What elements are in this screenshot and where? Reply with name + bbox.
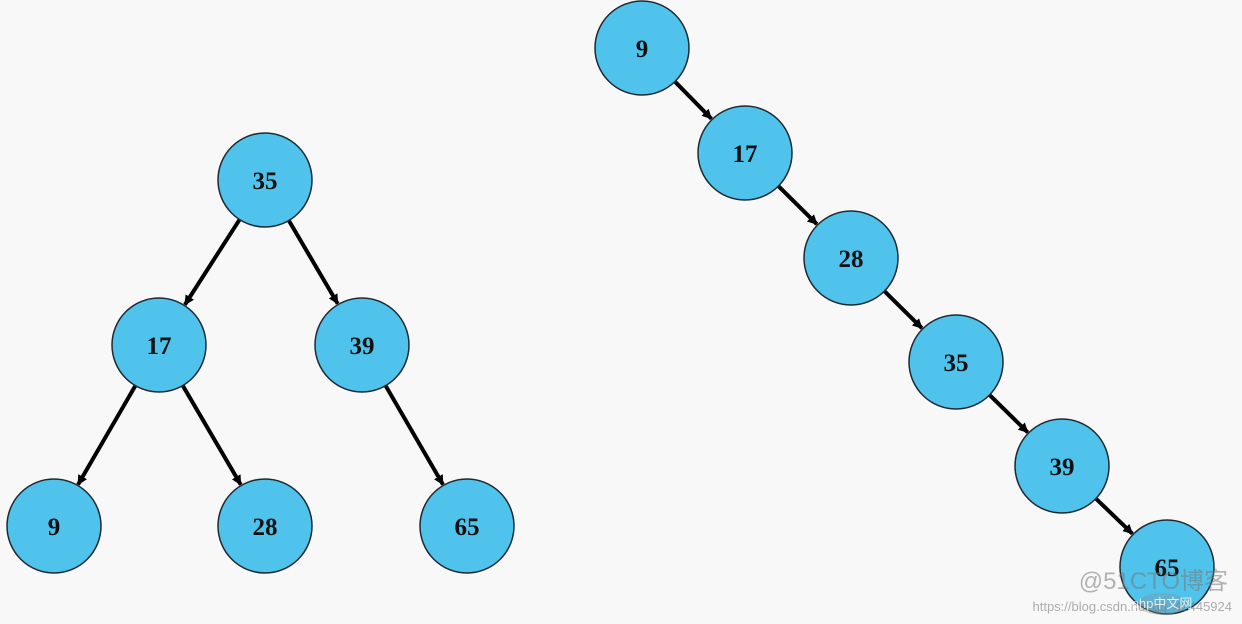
degenerate_tree-node-label: 9 bbox=[636, 36, 649, 63]
balanced_tree-node-label: 35 bbox=[253, 168, 278, 195]
degenerate_tree-node-circle bbox=[1014, 418, 1110, 514]
degenerate_tree-edge-d9-d17 bbox=[673, 80, 713, 121]
php-logo-badge: php中文网 bbox=[1132, 593, 1193, 615]
balanced_tree-node-circle bbox=[111, 297, 207, 393]
degenerate_tree-edge-d28-d35 bbox=[882, 289, 924, 330]
degenerate_tree-node-circle bbox=[803, 210, 899, 306]
balanced_tree-edge-b35-b17 bbox=[183, 218, 242, 306]
degenerate_tree-node-35: 35 bbox=[908, 314, 1004, 410]
balanced_tree-node-label: 28 bbox=[253, 514, 278, 541]
degenerate_tree-edge-d39-d65 bbox=[1094, 497, 1134, 536]
degenerate_tree-node-label: 65 bbox=[1155, 555, 1180, 582]
balanced_tree-edge-b17-b28 bbox=[181, 384, 243, 486]
degenerate_tree-node-65: 65 bbox=[1119, 519, 1215, 615]
degenerate_tree-node-circle bbox=[1119, 519, 1215, 615]
balanced_tree-node-9: 9 bbox=[6, 478, 102, 574]
edges-layer bbox=[76, 80, 1134, 536]
watermark-url: https://blog.csdn.net/qq_42445924 bbox=[1033, 599, 1233, 614]
balanced_tree-node-35: 35 bbox=[217, 132, 313, 228]
degenerate_tree-node-label: 35 bbox=[944, 350, 969, 377]
watermark: https://blog.csdn.net/qq_42445924 @51CTO… bbox=[1033, 568, 1233, 615]
balanced_tree-node-circle bbox=[314, 297, 410, 393]
balanced_tree-node-65: 65 bbox=[419, 478, 515, 574]
degenerate_tree-node-circle bbox=[908, 314, 1004, 410]
balanced_tree-edge-b17-b9 bbox=[76, 384, 138, 486]
balanced_tree-node-label: 9 bbox=[48, 514, 61, 541]
degenerate_tree-edge-d35-d39 bbox=[988, 393, 1030, 434]
balanced_tree-edge-b35-b39 bbox=[287, 219, 340, 305]
degenerate_tree-node-label: 17 bbox=[733, 141, 758, 168]
degenerate_tree-node-label: 28 bbox=[839, 246, 864, 273]
php-logo-text: php中文网 bbox=[1132, 596, 1193, 611]
degenerate_tree-node-28: 28 bbox=[803, 210, 899, 306]
balanced_tree-node-17: 17 bbox=[111, 297, 207, 393]
balanced_tree-node-circle bbox=[217, 132, 313, 228]
watermark-main: @51CTO博客 bbox=[1079, 568, 1228, 595]
degenerate_tree-node-circle bbox=[697, 105, 793, 201]
degenerate_tree-node-circle bbox=[594, 0, 690, 96]
balanced_tree-node-28: 28 bbox=[217, 478, 313, 574]
balanced_tree-node-label: 17 bbox=[147, 333, 172, 360]
balanced_tree-node-circle bbox=[6, 478, 102, 574]
degenerate_tree-node-9: 9 bbox=[594, 0, 690, 96]
balanced_tree-edge-b39-b65 bbox=[383, 384, 445, 486]
balanced_tree-node-39: 39 bbox=[314, 297, 410, 393]
balanced_tree-node-circle bbox=[217, 478, 313, 574]
balanced_tree-node-label: 39 bbox=[350, 333, 375, 360]
balanced_tree-node-circle bbox=[419, 478, 515, 574]
nodes-layer: 35 17 39 9 28 65 9 17 28 35 39 65 bbox=[6, 0, 1215, 615]
degenerate_tree-node-17: 17 bbox=[697, 105, 793, 201]
degenerate_tree-node-39: 39 bbox=[1014, 418, 1110, 514]
degenerate_tree-edge-d17-d28 bbox=[776, 184, 819, 226]
degenerate_tree-node-label: 39 bbox=[1050, 454, 1075, 481]
balanced_tree-node-label: 65 bbox=[455, 514, 480, 541]
